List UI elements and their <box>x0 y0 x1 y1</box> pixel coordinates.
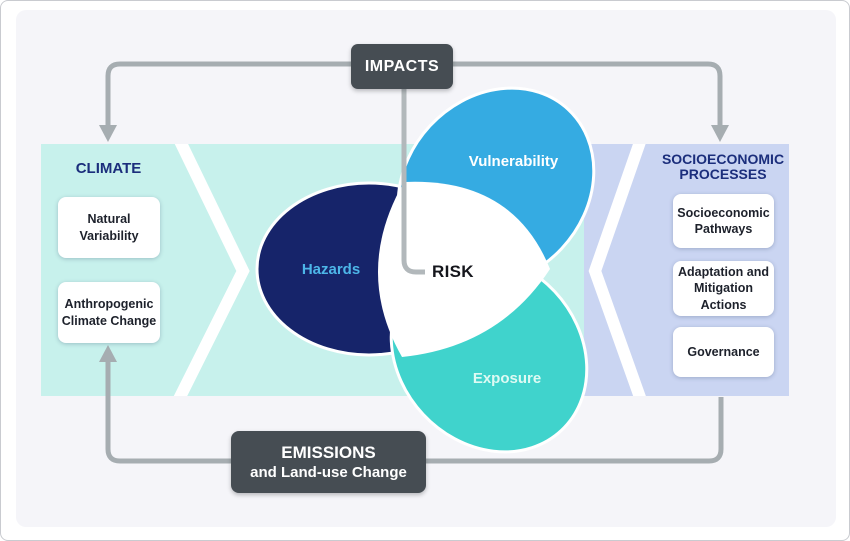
risk-label: RISK <box>432 262 474 281</box>
emissions-box: EMISSIONS and Land-use Change <box>231 431 426 493</box>
anthropogenic-climate-change-box: Anthropogenic Climate Change <box>58 282 160 343</box>
climate-panel-title: CLIMATE <box>75 160 142 177</box>
climate-chevron-stripe <box>173 144 250 396</box>
arrowhead-into-climate <box>99 125 117 142</box>
adaptation-mitigation-box: Adaptation and Mitigation Actions <box>673 261 774 316</box>
impacts-label: IMPACTS <box>364 57 440 75</box>
impacts-box: IMPACTS <box>351 44 453 89</box>
risk-center-shape <box>377 181 550 357</box>
socio-panel-title: SOCIOECONOMIC PROCESSES <box>661 151 785 182</box>
emissions-label-line1: EMISSIONS <box>281 443 376 462</box>
emissions-label-line2: and Land-use Change <box>250 464 407 481</box>
arrowhead-into-anthropogenic <box>99 345 117 362</box>
socio-chevron-stripe <box>588 144 646 396</box>
socioeconomic-pathways-box: Socioeconomic Pathways <box>673 194 774 248</box>
vulnerability-label: Vulnerability <box>468 153 559 170</box>
hazards-label: Hazards <box>301 261 361 278</box>
governance-box: Governance <box>673 327 774 377</box>
risk-pointer-line <box>401 89 425 275</box>
exposure-label: Exposure <box>472 370 542 387</box>
natural-variability-box: Natural Variability <box>58 197 160 258</box>
arrowhead-into-socio <box>711 125 729 142</box>
